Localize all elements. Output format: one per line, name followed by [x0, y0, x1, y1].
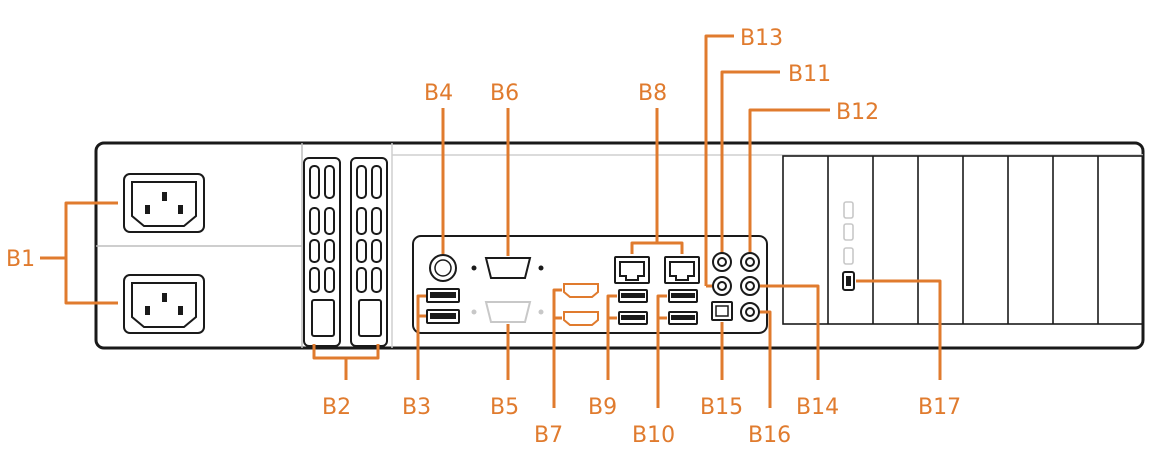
label-b13: B13	[740, 26, 783, 51]
power-inlet-bottom	[123, 274, 205, 334]
label-b7: B7	[534, 423, 563, 448]
callout-lines	[40, 34, 942, 408]
usb-ports-center	[618, 289, 698, 325]
label-b5: B5	[490, 395, 519, 420]
hdmi-ports	[563, 283, 599, 326]
label-b11: B11	[788, 62, 831, 87]
optical-port	[711, 301, 733, 321]
fan-grille-left	[303, 157, 341, 347]
label-b10: B10	[632, 423, 675, 448]
vga-port-muted	[471, 301, 544, 323]
label-b17: B17	[918, 395, 961, 420]
fan-grille-right	[350, 157, 388, 347]
label-b12: B12	[836, 100, 879, 125]
label-b2: B2	[322, 395, 351, 420]
label-b8: B8	[638, 81, 667, 106]
label-b3: B3	[402, 395, 431, 420]
audio-jacks	[712, 252, 760, 322]
vga-port	[471, 257, 544, 279]
label-b9: B9	[588, 395, 617, 420]
power-inlet-top	[123, 173, 205, 233]
mini-displayport-muted	[843, 201, 854, 265]
label-b15: B15	[700, 395, 743, 420]
callout-labels: B1 B2 B3 B4 B5 B6 B7 B8 B9 B10 B11 B12 B…	[6, 26, 961, 448]
lan-ports	[614, 256, 700, 284]
round-port	[429, 254, 457, 282]
usb-ports-left	[426, 288, 460, 324]
label-b4: B4	[424, 81, 453, 106]
label-b14: B14	[796, 395, 839, 420]
label-b16: B16	[748, 423, 791, 448]
expansion-slots	[782, 155, 1144, 325]
label-b6: B6	[490, 81, 519, 106]
label-b1: B1	[6, 247, 35, 272]
mini-displayport	[842, 271, 855, 291]
